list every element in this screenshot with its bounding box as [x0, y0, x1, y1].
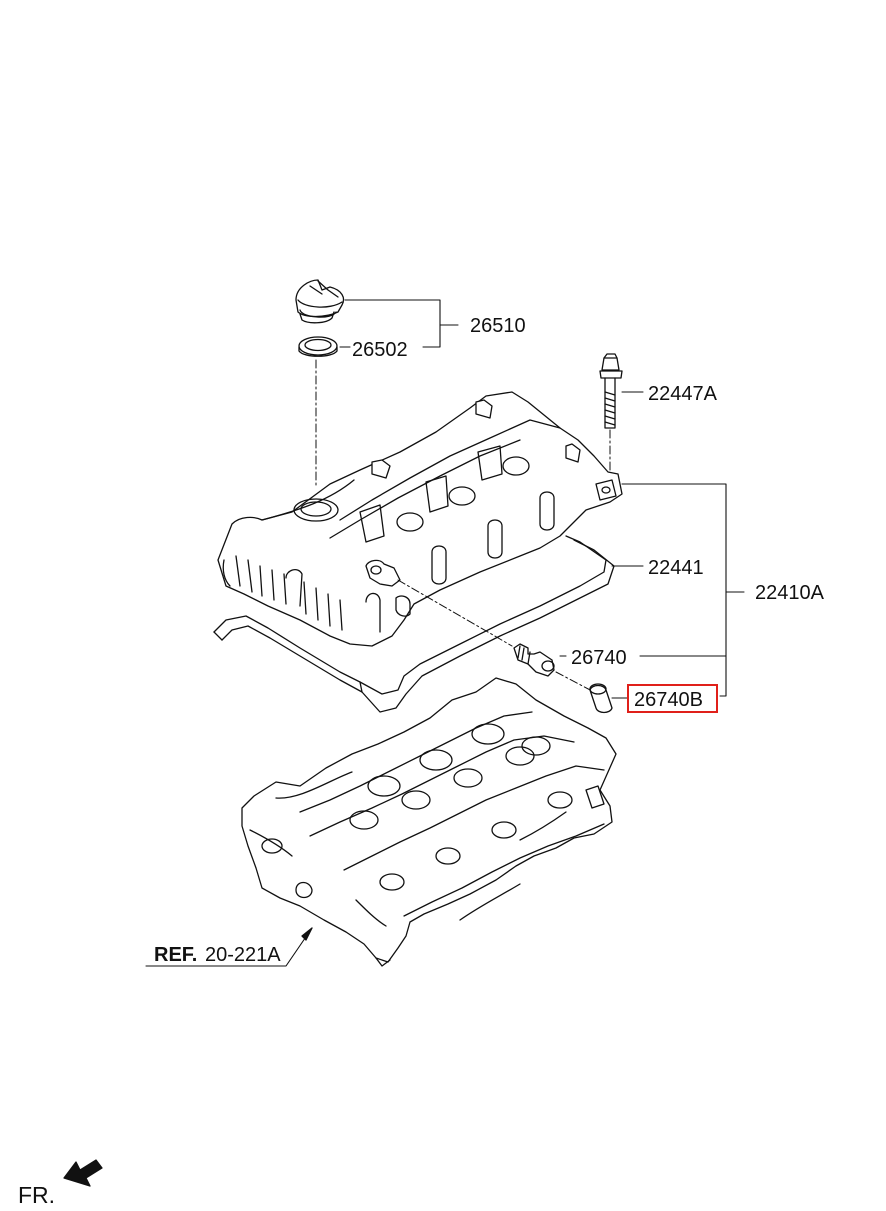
highlight-box	[627, 684, 718, 713]
cover-bolt[interactable]	[599, 353, 623, 429]
label-26740B[interactable]: 26740B	[634, 689, 703, 711]
label-26510[interactable]: 26510	[470, 315, 526, 337]
label-26740[interactable]: 26740	[571, 647, 627, 669]
label-22410A[interactable]: 22410A	[755, 582, 825, 604]
pcv-valve[interactable]	[513, 643, 555, 677]
pcv-grommet[interactable]	[589, 683, 613, 714]
rocker-cover[interactable]	[217, 391, 623, 647]
front-direction-arrow-icon	[63, 1159, 103, 1187]
ref-link[interactable]: 20-221A	[205, 944, 281, 966]
oil-filler-cap[interactable]	[295, 279, 345, 324]
cylinder-head	[241, 677, 617, 967]
label-22447A[interactable]: 22447A	[648, 383, 718, 405]
front-label: FR.	[18, 1182, 55, 1208]
label-22441[interactable]: 22441	[648, 557, 704, 579]
ref-prefix: REF.	[154, 944, 197, 966]
filler-cap-gasket[interactable]	[298, 336, 338, 357]
label-26502[interactable]: 26502	[352, 339, 408, 361]
rocker-cover-gasket[interactable]	[213, 535, 615, 713]
